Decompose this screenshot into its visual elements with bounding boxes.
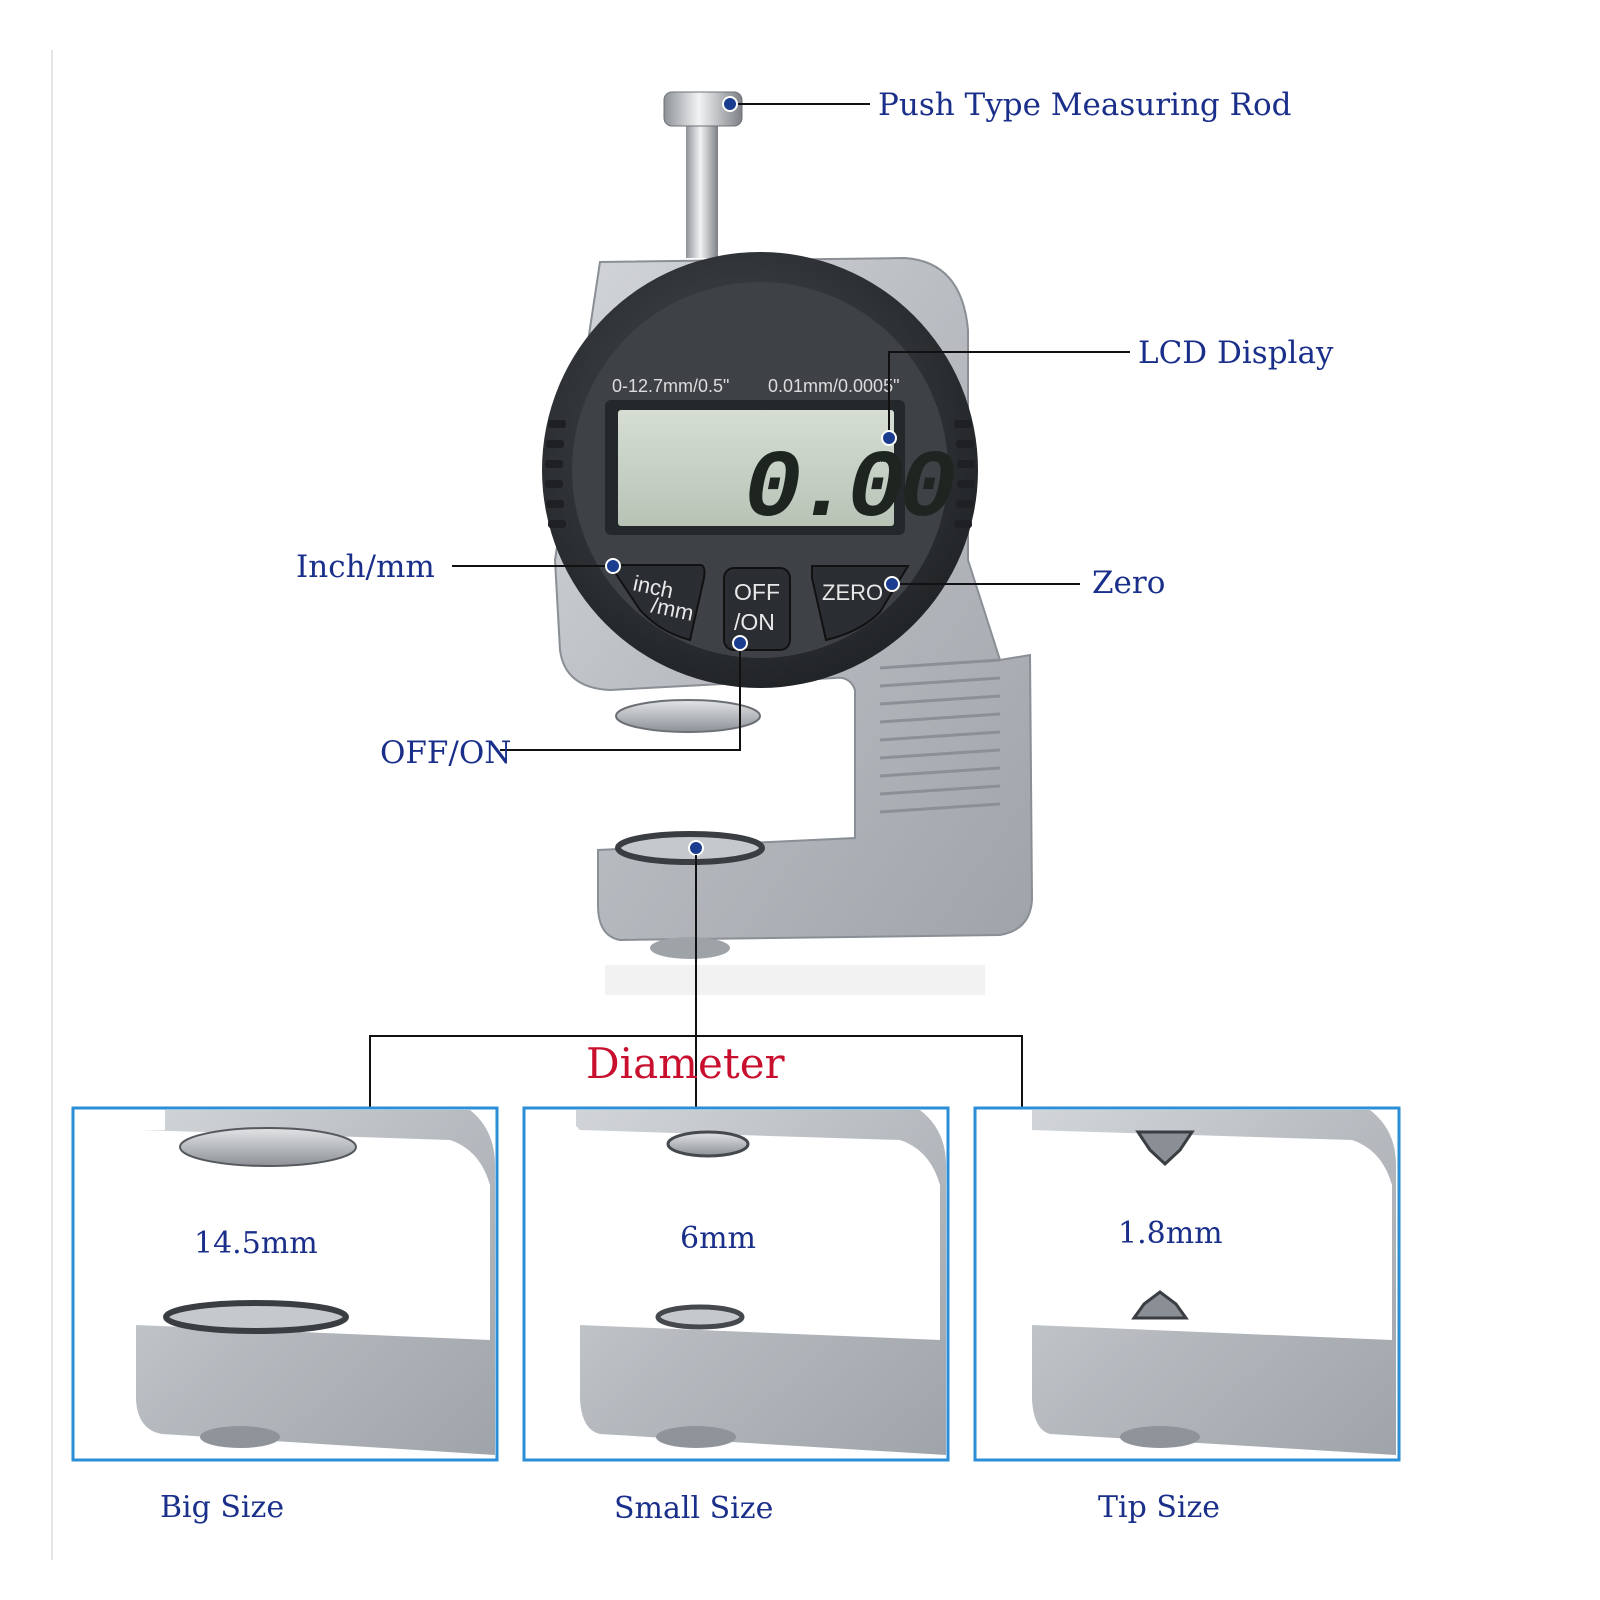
callout-unit-label: Inch/mm xyxy=(296,549,435,585)
panel-tip-upper-tip xyxy=(1135,1130,1195,1167)
callout-power: OFF/ON xyxy=(380,635,748,771)
callout-rod-dot xyxy=(722,96,738,112)
callout-lcd-label: LCD Display xyxy=(1138,335,1334,371)
bezel-notches xyxy=(545,420,975,528)
bottom-stud xyxy=(650,937,730,959)
callout-lcd-dot xyxy=(881,430,897,446)
table-reflection xyxy=(605,965,985,995)
panel-small-frame-metal xyxy=(560,1110,946,1455)
zero-button-label: ZERO xyxy=(822,580,883,605)
off-on-button[interactable]: OFF /ON xyxy=(723,567,791,651)
lcd-reading: 0.00 xyxy=(744,435,954,544)
panel-big-frame-metal xyxy=(120,1110,495,1455)
diameter-connectors xyxy=(369,840,1023,1108)
measuring-rod-shaft xyxy=(686,118,718,258)
callout-power-label: OFF/ON xyxy=(380,735,511,771)
measuring-rod-cap xyxy=(663,91,743,127)
callout-unit-dot xyxy=(605,558,621,574)
grip-ridges xyxy=(879,658,1001,814)
panel-small-size: 6mm xyxy=(522,1106,950,1462)
callout-rod-label: Push Type Measuring Rod xyxy=(878,87,1291,123)
off-on-button-label-2: /ON xyxy=(734,609,775,635)
panel-small-stud xyxy=(656,1426,736,1448)
callout-zero: Zero xyxy=(884,565,1165,601)
panel-big-caption: Big Size xyxy=(160,1490,284,1525)
panel-small-upper-pad xyxy=(666,1130,750,1158)
thickness-gauge: 0-12.7mm/0.5" 0.01mm/0.0005" 0.00 mm inc… xyxy=(542,91,1034,995)
upper-contact-pad xyxy=(615,699,761,733)
panel-tip-frame-metal xyxy=(1020,1110,1396,1455)
panel-small-size-value: 6mm xyxy=(680,1221,756,1256)
zero-button[interactable]: ZERO xyxy=(811,565,910,642)
range-spec: 0-12.7mm/0.5" xyxy=(612,376,729,396)
callout-zero-dot xyxy=(884,576,900,592)
panel-big-lower-pad xyxy=(163,1300,349,1334)
panel-tip-stud xyxy=(1120,1426,1200,1448)
callout-power-dot xyxy=(732,635,748,651)
panel-big-size: 14.5mm xyxy=(71,1106,499,1462)
panel-tip-lower-tip xyxy=(1131,1290,1189,1320)
callout-lcd: LCD Display xyxy=(881,335,1334,446)
panel-small-caption: Small Size xyxy=(614,1491,773,1526)
callout-zero-label: Zero xyxy=(1092,565,1165,601)
callout-unit: Inch/mm xyxy=(296,549,621,585)
panel-big-size-value: 14.5mm xyxy=(194,1226,318,1261)
panel-big-upper-pad xyxy=(179,1127,357,1167)
panel-tip-size-value: 1.8mm xyxy=(1118,1216,1223,1251)
panel-big-stud xyxy=(200,1426,280,1448)
panel-tip-size: 1.8mm xyxy=(973,1106,1401,1462)
lcd-unit: mm xyxy=(878,452,892,466)
off-on-button-label-1: OFF xyxy=(734,579,780,605)
inch-mm-button[interactable]: inch /mm xyxy=(608,564,706,642)
panel-tip-caption: Tip Size xyxy=(1098,1490,1220,1525)
resolution-spec: 0.01mm/0.0005" xyxy=(768,376,899,396)
lcd-screen xyxy=(618,410,894,526)
panel-small-lower-pad xyxy=(655,1304,745,1330)
diameter-title: Diameter xyxy=(586,1039,786,1088)
callout-rod: Push Type Measuring Rod xyxy=(722,87,1291,123)
anvil-dot xyxy=(688,840,704,856)
